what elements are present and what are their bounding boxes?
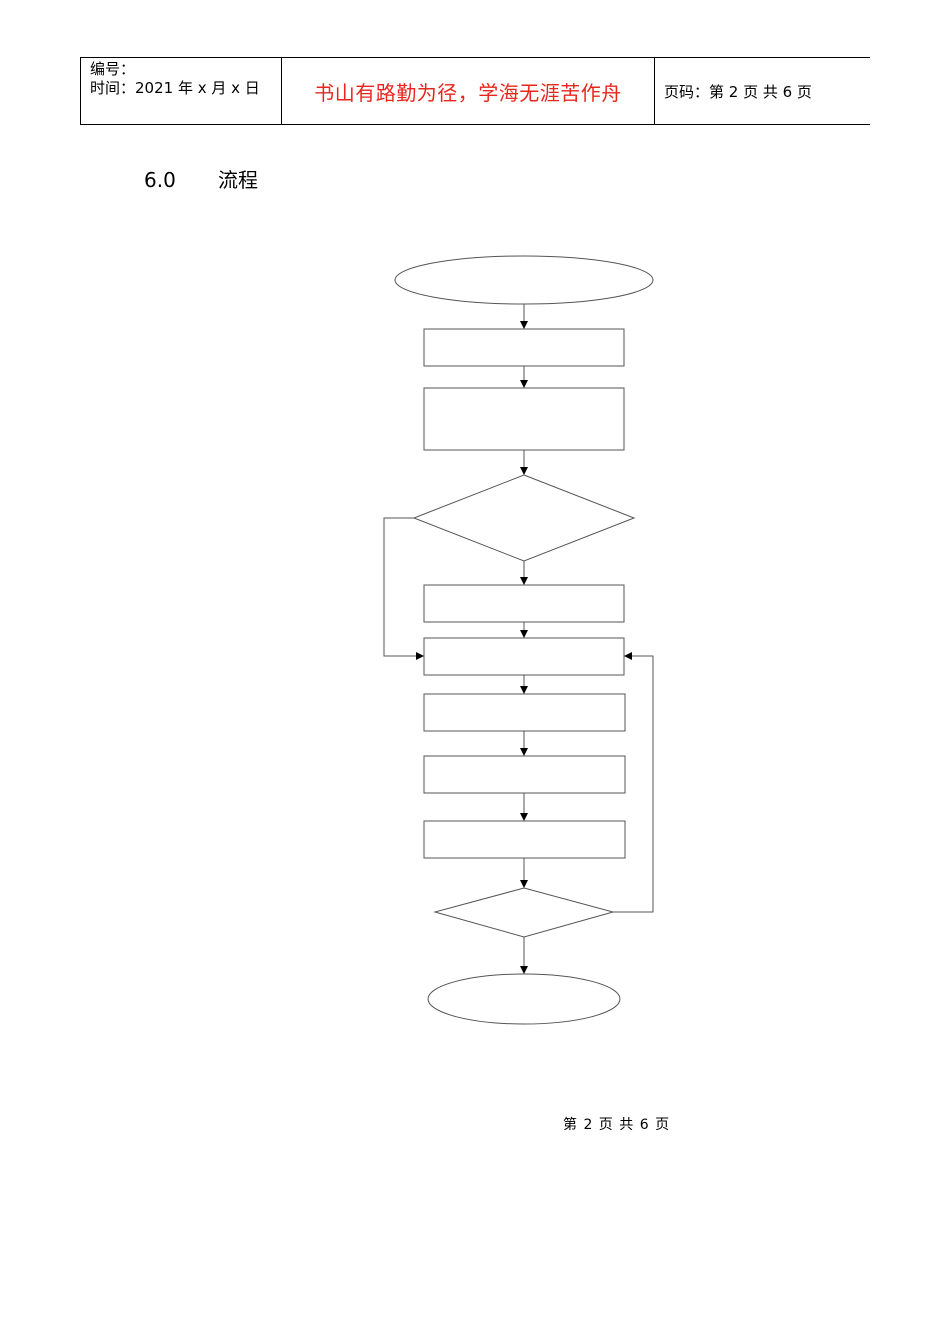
section-heading: 6.0 流程 bbox=[144, 164, 258, 193]
flow-step-7 bbox=[423, 820, 626, 859]
header-motto-cell: 书山有路勤为径，学海无涯苦作舟 bbox=[282, 58, 655, 124]
document-number-label: 编号： bbox=[90, 60, 136, 78]
flow-decision-2 bbox=[433, 887, 615, 938]
flow-start-ellipse bbox=[394, 255, 654, 305]
flow-step-1 bbox=[423, 328, 625, 367]
flow-step-6 bbox=[423, 755, 626, 794]
flow-step-2 bbox=[423, 387, 625, 451]
section-number: 6.0 bbox=[144, 168, 176, 192]
header-page-info: 页码：第 2 页 共 6 页 bbox=[664, 82, 812, 101]
flow-step-4 bbox=[423, 637, 625, 676]
footer-page-number: 第 2 页 共 6 页 bbox=[563, 1117, 671, 1133]
flow-decision-1 bbox=[412, 474, 636, 562]
document-time-label: 时间：2021 年 x 月 x 日 bbox=[90, 79, 260, 97]
header-meta-cell: 编号： 时间：2021 年 x 月 x 日 bbox=[81, 58, 282, 124]
flow-step-3 bbox=[423, 584, 625, 623]
header-table: 编号： 时间：2021 年 x 月 x 日 书山有路勤为径，学海无涯苦作舟 页码… bbox=[80, 57, 870, 125]
flow-connector-decision1-skip bbox=[383, 517, 424, 660]
flow-connector-decision2-loop bbox=[613, 652, 654, 913]
flow-end-ellipse bbox=[427, 973, 621, 1025]
header-motto: 书山有路勤为径，学海无涯苦作舟 bbox=[314, 80, 622, 105]
section-title: 流程 bbox=[218, 168, 258, 192]
header-page-cell: 页码：第 2 页 共 6 页 bbox=[655, 58, 871, 124]
flow-step-5 bbox=[423, 693, 626, 732]
